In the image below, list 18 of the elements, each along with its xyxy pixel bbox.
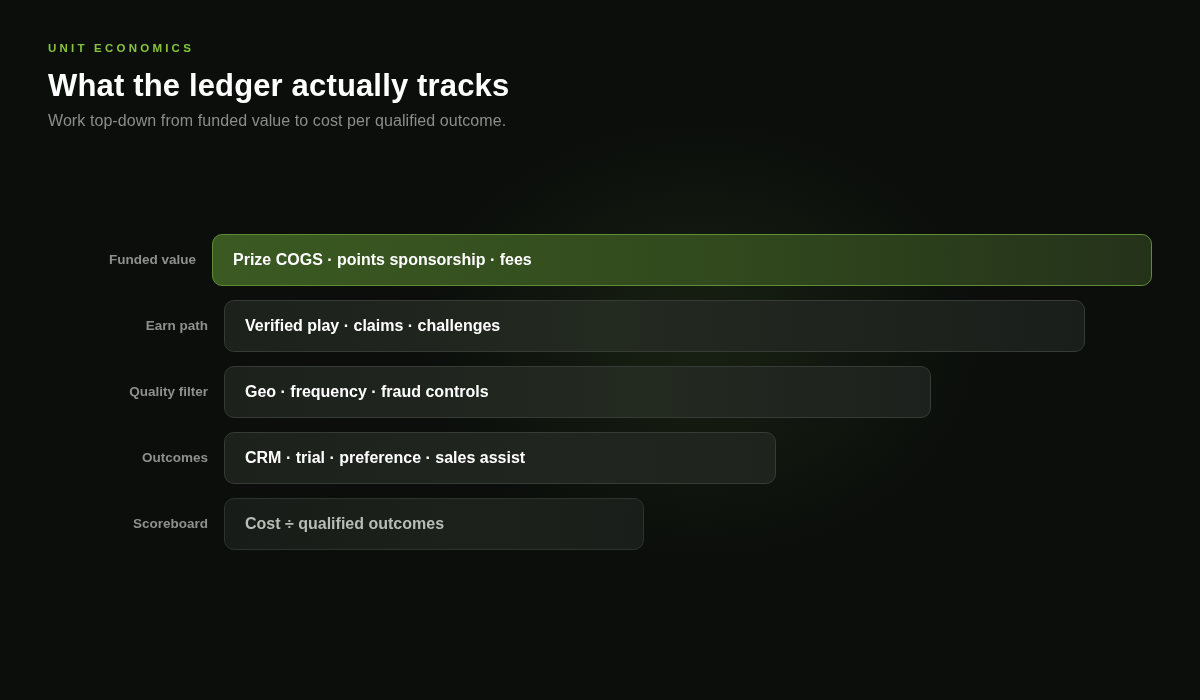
bar-text: CRM · trial · preference · sales assist <box>245 448 526 468</box>
row-label: Scoreboard <box>132 516 208 532</box>
row-label: Quality filter <box>129 384 208 400</box>
bar-text: Verified play · claims · challenges <box>245 316 501 336</box>
funnel-bar <box>212 234 1152 286</box>
bar-text: Geo · frequency · fraud controls <box>245 382 489 402</box>
subtitle: Work top-down from funded value to cost per qualified outcome. <box>48 111 507 131</box>
title: What the ledger actually tracks <box>48 68 510 104</box>
funnel-bar <box>224 498 644 550</box>
row-label: Outcomes <box>141 450 208 466</box>
row-label: Funded value <box>109 252 196 268</box>
bar-text: Prize COGS · points sponsorship · fees <box>233 250 532 270</box>
eyebrow-label: UNIT ECONOMICS <box>48 41 195 56</box>
funnel-bar <box>224 366 931 418</box>
row-label: Earn path <box>145 318 208 334</box>
funnel-bar <box>224 300 1085 352</box>
funnel-bar <box>224 432 776 484</box>
bar-text: Cost ÷ qualified outcomes <box>245 514 445 534</box>
